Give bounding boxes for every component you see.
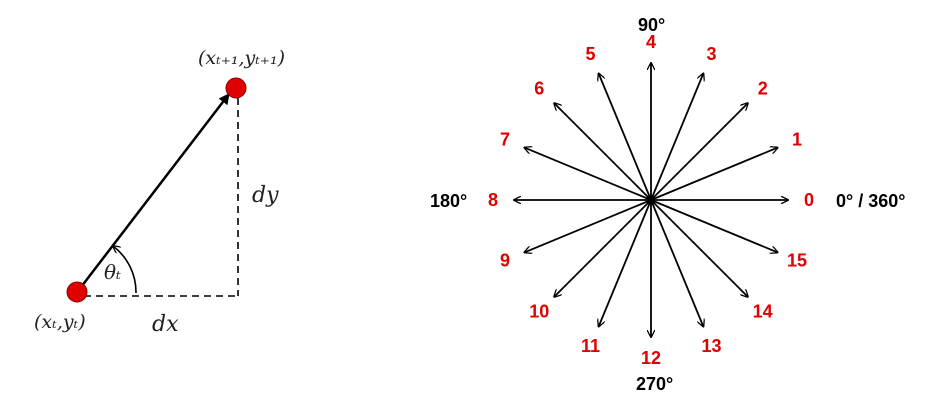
degree-label-270: 270° — [636, 374, 673, 394]
direction-arrow-11 — [599, 199, 652, 327]
direction-arrow-5 — [599, 73, 652, 201]
direction-label-12: 12 — [641, 348, 661, 368]
degree-label-0-360: 0° / 360° — [836, 191, 905, 211]
direction-label-2: 2 — [758, 78, 768, 98]
direction-label-14: 14 — [753, 302, 773, 322]
dx-label: dx — [152, 312, 179, 337]
direction-label-0: 0 — [804, 190, 814, 210]
direction-arrow-7 — [524, 148, 652, 201]
end-point-label: (xₜ₊₁,yₜ₊₁) — [198, 47, 285, 69]
direction-label-15: 15 — [787, 251, 807, 271]
direction-arrow-14 — [650, 199, 748, 297]
direction-arrow-2 — [650, 103, 748, 201]
direction-arrow-1 — [650, 148, 778, 201]
degree-label-90: 90° — [638, 15, 665, 35]
direction-label-9: 9 — [500, 251, 510, 271]
direction-label-4: 4 — [646, 32, 656, 52]
direction-label-3: 3 — [706, 44, 716, 64]
direction-label-13: 13 — [701, 336, 721, 356]
direction-label-5: 5 — [585, 44, 595, 64]
direction-label-8: 8 — [488, 190, 498, 210]
end-point — [225, 77, 247, 99]
direction-arrow-13 — [650, 199, 703, 327]
angle-arc — [113, 246, 137, 294]
start-point — [66, 281, 88, 303]
angle-label: θₜ — [104, 260, 121, 284]
direction-arrows — [514, 63, 788, 337]
direction-label-7: 7 — [500, 130, 510, 150]
direction-arrow-9 — [524, 199, 652, 252]
direction-arrow-15 — [650, 199, 778, 252]
direction-arrow-10 — [554, 199, 652, 297]
direction-arrow-3 — [650, 73, 703, 201]
direction-label-11: 11 — [581, 336, 600, 356]
degree-label-180: 180° — [430, 191, 467, 211]
motion-arrow — [77, 93, 230, 292]
start-point-label: (xₜ,yₜ) — [34, 311, 86, 333]
direction-arrow-6 — [554, 103, 652, 201]
direction-label-10: 10 — [529, 302, 549, 322]
motion-vector-diagram: (xₜ₊₁,yₜ₊₁) (xₜ,yₜ) θₜ dy dx — [34, 47, 285, 337]
direction-label-6: 6 — [534, 78, 544, 98]
direction-label-1: 1 — [792, 130, 802, 150]
dy-label: dy — [252, 183, 279, 208]
